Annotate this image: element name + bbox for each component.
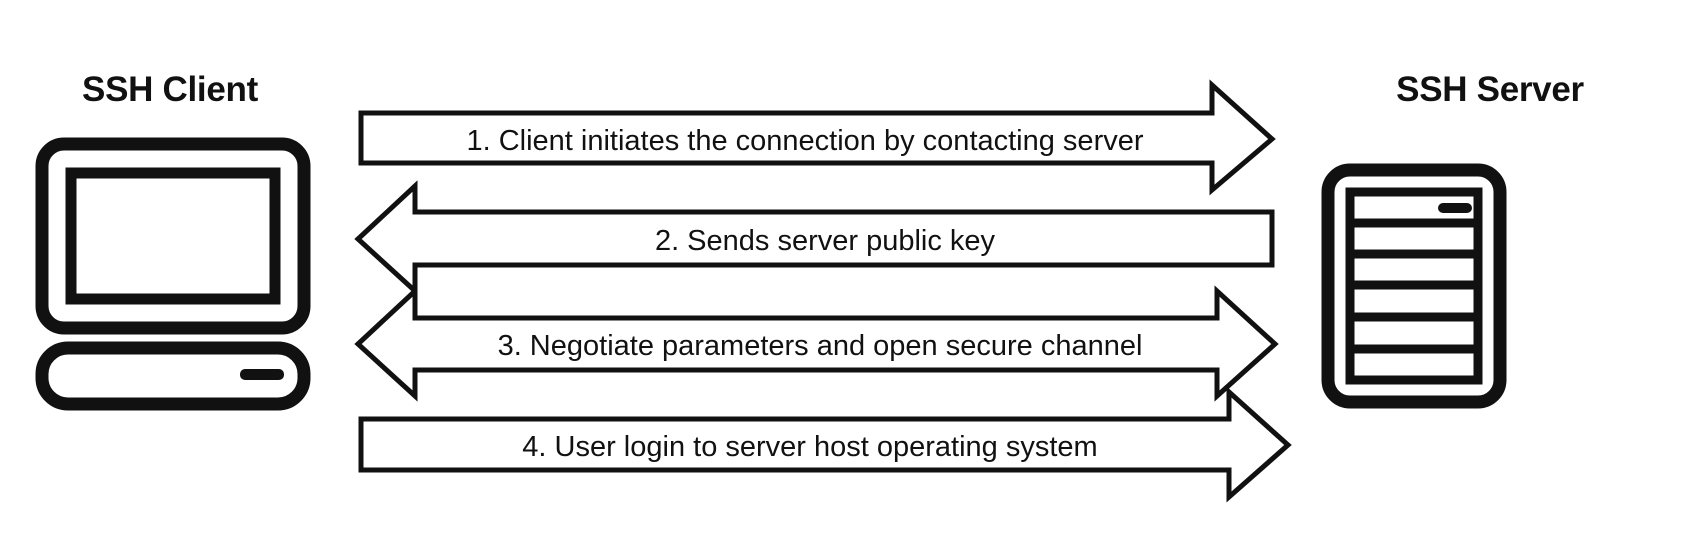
step-3-arrow-shape [354,285,1279,402]
base-slot-indicator [240,369,284,380]
step-1-arrow-shape [358,79,1276,196]
step-2-label: 2. Sends server public key [655,225,996,257]
step-4-label: 4. User login to server host operating s… [522,431,1097,463]
client-node-title: SSH Client [82,70,258,109]
server-led-indicator [1438,203,1472,213]
step-4-arrow-shape [358,386,1292,503]
server-bays [1345,187,1483,385]
step-2-arrow-shape [354,180,1275,297]
server-node-title: SSH Server [1396,70,1584,109]
step-1-label: 1. Client initiates the connection by co… [466,125,1143,157]
step-3-label: 3. Negotiate parameters and open secure … [498,330,1143,362]
computer-base [35,341,311,411]
monitor-screen [65,167,281,305]
